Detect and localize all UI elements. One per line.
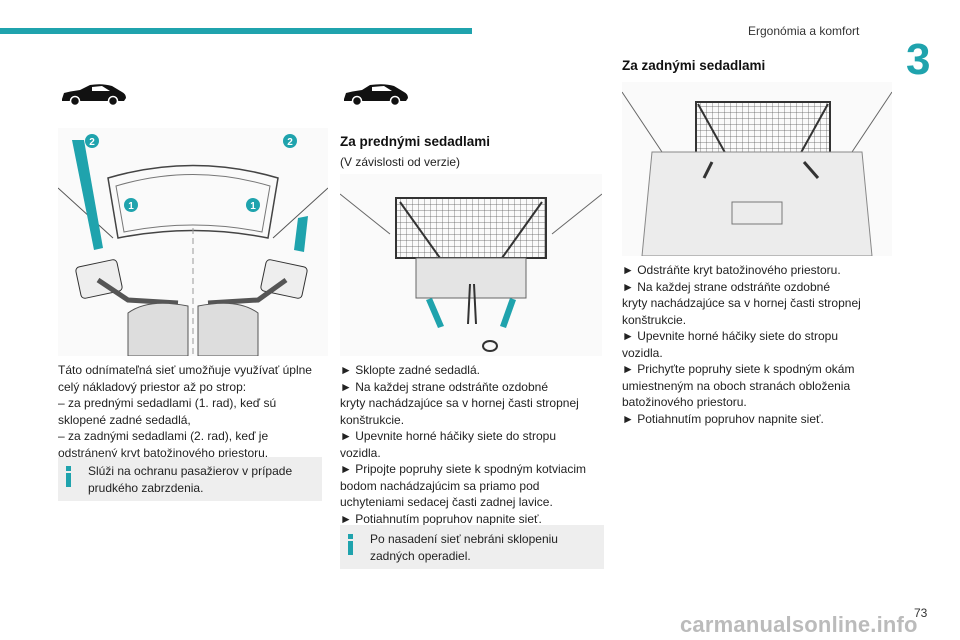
header-accent-bar (0, 28, 472, 34)
info-icon (348, 534, 354, 555)
middle-steps: ► Sklopte zadné sedadlá. ► Na každej str… (340, 363, 586, 526)
right-title: Za zadnými sedadlami (622, 58, 766, 73)
left-info-note: Slúži na ochranu pasažierov v prípade pr… (58, 457, 322, 501)
left-paragraph: Táto odnímateľná sieť umožňuje využívať … (58, 363, 312, 460)
right-steps: ► Odstráňte kryt batožinového priestoru.… (622, 263, 861, 426)
page-number: 73 (914, 606, 928, 620)
car-silhouette-icon (62, 84, 126, 106)
watermark-text: carmanualsonline.info (680, 612, 918, 637)
front-seat-net-figure (340, 174, 602, 356)
rear-seat-net-figure (622, 82, 892, 256)
figure-callout-1a: 1 (128, 201, 134, 212)
figure-callout-1b: 1 (250, 201, 256, 212)
suv-silhouette-icon (344, 84, 408, 106)
figure-callout-2b: 2 (287, 137, 293, 148)
middle-title: Za prednými sedadlami (340, 134, 491, 149)
middle-subtitle: (V závislosti od verzie) (340, 155, 461, 169)
info-icon (66, 466, 72, 487)
interior-net-figure: 2 2 1 1 (58, 128, 328, 356)
middle-info-note: Po nasadení sieť nebráni sklopeniu zadný… (340, 525, 604, 569)
chapter-number: 3 (906, 35, 931, 84)
section-title: Ergonómia a komfort (748, 24, 860, 38)
figure-callout-2a: 2 (89, 137, 95, 148)
